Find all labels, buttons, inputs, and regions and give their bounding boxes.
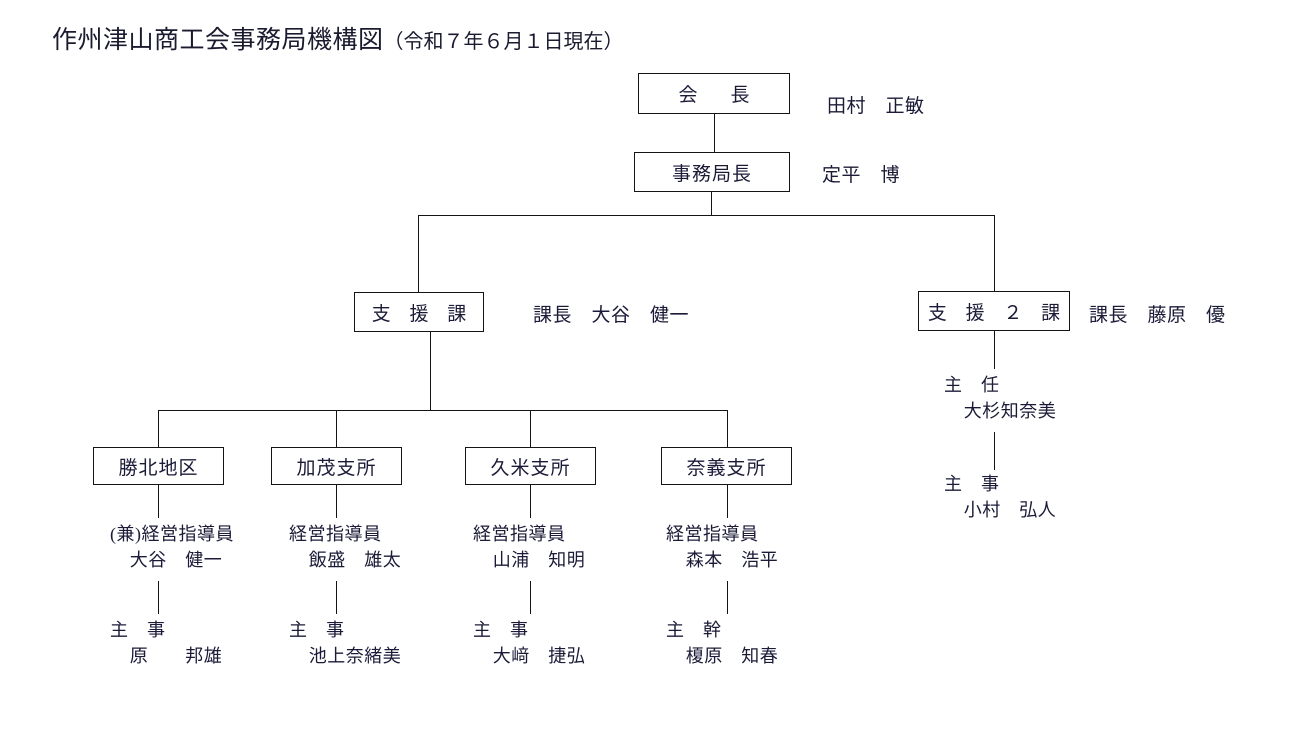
page-title-date: （令和７年６月１日現在） <box>383 31 624 53</box>
staff-person: 大﨑 捷弘 <box>492 646 586 667</box>
staff-person: 原 邦雄 <box>129 646 223 667</box>
staff-role: 主 事 <box>944 474 1000 494</box>
page-title: 作州津山商工会事務局機構図（令和７年６月１日現在） <box>52 20 624 56</box>
staff-role: 経営指導員 <box>289 524 382 544</box>
staff-role: 経営指導員 <box>473 524 566 544</box>
node-support-division-2-box: 支 援 ２ 課 <box>918 291 1070 331</box>
connector-bus-to-branch-2 <box>336 410 337 447</box>
node-secretary-general-label: 事務局長 <box>671 163 752 185</box>
node-branch-2-box: 加茂支所 <box>271 447 402 485</box>
connector-bus-to-support1 <box>418 215 419 292</box>
connector-branch-1-staff-1-to-2 <box>158 581 159 614</box>
connector-branch-4-staff-1-to-2 <box>727 581 728 614</box>
staff-branch-3-advisor: 経営指導員 山浦 知明 <box>473 521 585 573</box>
staff-person: 森本 浩平 <box>685 550 779 571</box>
connector-bus-to-branch-1 <box>158 410 159 447</box>
staff-person: 榎原 知春 <box>685 646 779 667</box>
node-branch-2-label: 加茂支所 <box>296 457 377 479</box>
connector-branch-3-staff-1-to-2 <box>530 581 531 614</box>
staff-person: 池上奈緒美 <box>308 646 402 667</box>
node-branch-4-box: 奈義支所 <box>661 447 792 485</box>
connector-bus-to-branch-4 <box>727 410 728 447</box>
staff-role: 経営指導員 <box>666 524 759 544</box>
node-support-division-1-chief: 課長 大谷 健一 <box>533 305 690 326</box>
staff-role: (兼)経営指導員 <box>110 524 234 544</box>
connector-branches-bus <box>158 410 727 411</box>
connector-support2-to-shunin <box>994 331 995 369</box>
staff-role: 主 幹 <box>666 620 722 640</box>
node-chairman-label: 会 長 <box>678 85 757 106</box>
node-support-division-2-chief: 課長 藤原 優 <box>1089 305 1226 326</box>
staff-support2-shuji: 主 事 小村 弘人 <box>944 471 1056 523</box>
node-chairman-person: 田村 正敏 <box>827 96 925 117</box>
staff-branch-3-clerk: 主 事 大﨑 捷弘 <box>473 617 585 669</box>
node-chairman-box: 会 長 <box>638 73 790 114</box>
staff-person: 飯盛 雄太 <box>308 550 402 571</box>
node-branch-1-label: 勝北地区 <box>118 457 199 479</box>
connector-support1-stem <box>430 332 431 410</box>
staff-person: 小村 弘人 <box>963 500 1057 521</box>
staff-branch-1-advisor: (兼)経営指導員 大谷 健一 <box>110 521 234 573</box>
connector-branch-1-to-staff-1 <box>158 485 159 518</box>
connector-divisions-bus <box>418 215 995 216</box>
staff-role: 主 事 <box>473 620 529 640</box>
staff-branch-4-advisor: 経営指導員 森本 浩平 <box>666 521 778 573</box>
staff-role: 主 事 <box>289 620 345 640</box>
staff-person: 大杉知奈美 <box>963 401 1057 422</box>
staff-person: 山浦 知明 <box>492 550 586 571</box>
connector-branch-3-to-staff-1 <box>530 485 531 518</box>
connector-chairman-to-secretary <box>714 114 715 152</box>
staff-branch-4-clerk: 主 幹 榎原 知春 <box>666 617 778 669</box>
connector-shunin-to-shuji <box>994 432 995 470</box>
page-title-main: 作州津山商工会事務局機構図 <box>52 27 384 54</box>
staff-branch-2-advisor: 経営指導員 飯盛 雄太 <box>289 521 401 573</box>
node-support-division-2-label: 支 援 ２ 課 <box>927 302 1068 324</box>
staff-branch-2-clerk: 主 事 池上奈緒美 <box>289 617 401 669</box>
node-secretary-general-box: 事務局長 <box>634 152 790 192</box>
node-secretary-general-person: 定平 博 <box>822 165 901 186</box>
node-branch-1-box: 勝北地区 <box>93 447 224 485</box>
staff-branch-1-clerk: 主 事 原 邦雄 <box>110 617 222 669</box>
staff-role: 主 事 <box>110 620 166 640</box>
connector-branch-2-to-staff-1 <box>336 485 337 518</box>
connector-secretary-stem <box>711 192 712 215</box>
staff-person: 大谷 健一 <box>129 550 223 571</box>
connector-bus-to-support2 <box>994 215 995 292</box>
staff-role: 主 任 <box>944 375 1000 395</box>
connector-branch-2-staff-1-to-2 <box>336 581 337 614</box>
node-support-division-1-box: 支 援 課 <box>354 292 484 332</box>
node-branch-3-label: 久米支所 <box>490 457 571 479</box>
connector-branch-4-to-staff-1 <box>727 485 728 518</box>
node-branch-4-label: 奈義支所 <box>686 457 767 479</box>
staff-support2-shunin: 主 任 大杉知奈美 <box>944 372 1056 424</box>
node-support-division-1-label: 支 援 課 <box>371 303 474 325</box>
node-branch-3-box: 久米支所 <box>465 447 596 485</box>
connector-bus-to-branch-3 <box>530 410 531 447</box>
